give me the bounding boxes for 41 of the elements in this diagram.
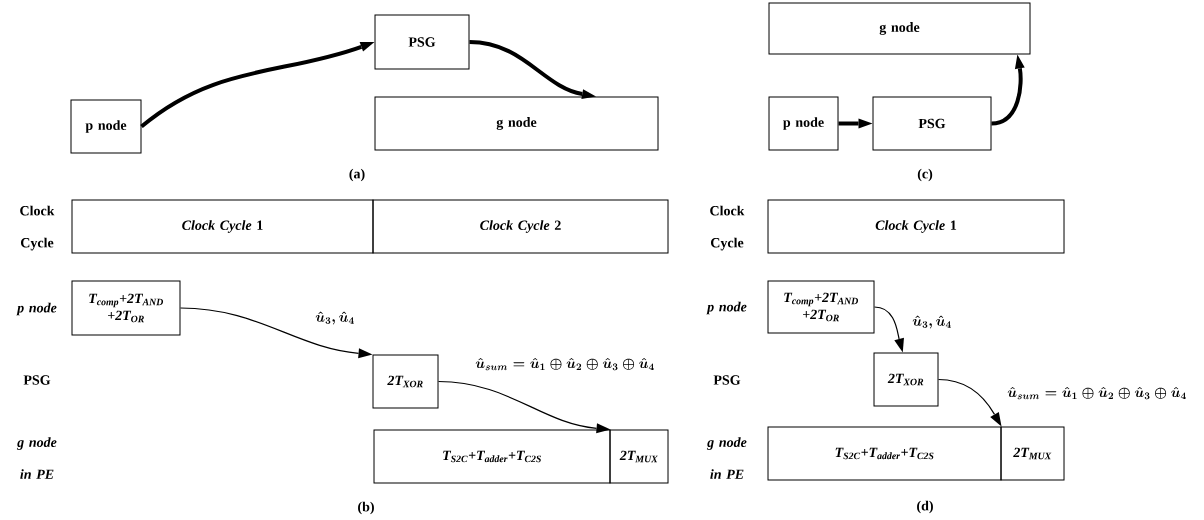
delay-box: 2T$_{XOR}$ [873,352,939,407]
delay-box: 2T$_{MUX}$ [1000,426,1065,481]
panel-caption: (b) [358,501,374,515]
clock-cycle-cell: Clock Cycle 1 [767,199,1065,254]
arrow [179,307,373,359]
clock-cycle-cell: Clock Cycle 2 [372,199,669,254]
panel-caption: (a) [349,168,365,182]
edge-label: $\hat{u}_3 , \hat{u}_4$ [911,314,953,330]
edge-label: $\hat{u}_{sum} = \hat{u}_1 \oplus \hat{u}_2 \oplus \hat{u}_3 \oplus \hat{u}_4$ [1006,385,1188,401]
row-label: p node [16,302,57,316]
process-box: g node [374,96,659,151]
row-label: g node in PE [16,437,57,479]
arrow [437,380,611,434]
arrow [469,40,597,99]
arrow [873,306,904,353]
row-label: PSG [713,375,741,385]
row-label: g node in PE [706,437,747,479]
delay-box: T$_{comp}$+2T$_{AND}$ +2T$_{OR}$ [767,280,875,334]
row-label: PSG [23,375,51,385]
delay-box: T$_{S2C}$+T$_{adder}$+T$_{C2S}$ [373,429,611,484]
arrow [991,54,1025,126]
panel-caption: (c) [917,168,933,182]
arrow [838,118,873,129]
edge-label: $\hat{u}_{sum} = \hat{u}_1 \oplus \hat{u}_2 \oplus \hat{u}_3 \oplus \hat{u}_4$ [474,356,656,372]
process-box: PSG [374,14,470,70]
delay-box: 2T$_{MUX}$ [609,429,669,484]
edge-label: $\hat{u}_3 , \hat{u}_4$ [314,310,356,326]
process-box: p node [768,96,839,151]
panel-caption: (d) [917,500,933,514]
row-label: Clock Cycle [710,205,745,251]
clock-cycle-cell: Clock Cycle 1 [71,199,374,254]
arrow [140,42,375,129]
arrow [937,378,1002,427]
delay-box: 2T$_{XOR}$ [372,354,439,409]
process-box: p node [70,99,142,154]
delay-box: T$_{S2C}$+T$_{adder}$+T$_{C2S}$ [767,426,1002,481]
row-label: p node [706,301,747,315]
delay-box: T$_{comp}$+2T$_{AND}$ +2T$_{OR}$ [71,280,181,336]
process-box: PSG [872,96,992,151]
process-box: g node [768,2,1031,55]
row-label: Clock Cycle [20,205,55,251]
